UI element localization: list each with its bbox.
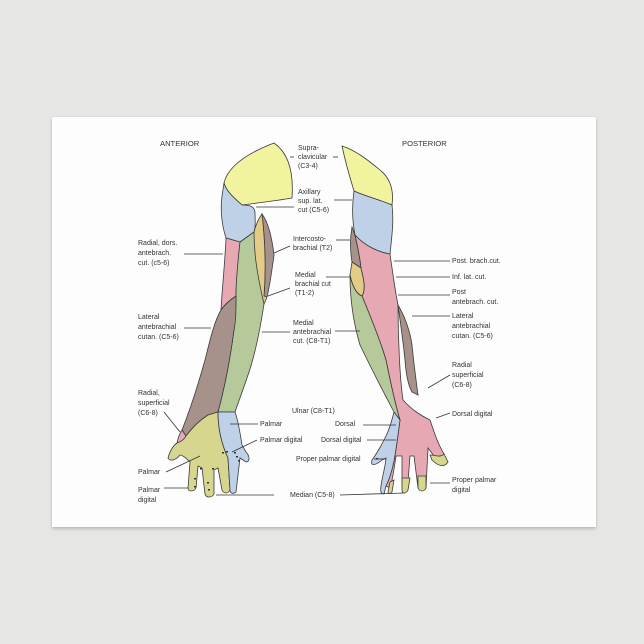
anterior-arm: [167, 142, 293, 498]
label-dorsal-digital: Dorsal digital: [321, 437, 362, 444]
left-labels: Radial, dors. antebrach. cut. (c5-6) Lat…: [138, 240, 179, 504]
label-post-antebrach-2: antebrach. cut.: [452, 299, 498, 306]
label-medial-antebrachial-3: cut. (C8-T1): [293, 338, 330, 345]
leader-lines: [163, 156, 451, 496]
label-right-proper-palmar-2: digital: [452, 487, 471, 494]
posterior-arm: [341, 145, 449, 495]
anterior-median-region: [167, 411, 231, 498]
label-lateral-antebrachial-post-3: cutan. (C5-6): [452, 333, 493, 340]
label-lateral-antebrachial-ant-3: cutan. (C5-6): [138, 334, 179, 341]
label-lateral-antebrachial-post-1: Lateral: [452, 313, 474, 320]
label-left-palmar-digital-1: Palmar: [138, 487, 161, 494]
anterior-finger-dots: [194, 451, 240, 491]
diagram-card: [52, 117, 596, 527]
label-medial-brachial-3: (T1-2): [295, 290, 314, 297]
label-right-dorsal-digital: Dorsal digital: [452, 411, 493, 418]
label-anterior-palmar-digital: Palmar digital: [260, 437, 303, 444]
posterior-medial-antebrachial-region: [349, 274, 401, 421]
label-axillary-1: Axillary: [298, 189, 321, 196]
label-supraclavicular-3: (C3-4): [298, 163, 318, 170]
label-ulnar: Ulnar (C8-T1): [292, 408, 335, 415]
label-radial-superficial-ant-3: (C6-8): [138, 410, 158, 417]
label-medial-brachial-1: Medial: [295, 272, 316, 279]
anterior-supraclavicular-region: [223, 142, 293, 206]
label-right-proper-palmar-1: Proper palmar: [452, 477, 497, 484]
label-lateral-antebrachial-ant-1: Lateral: [138, 314, 160, 321]
label-left-palmar-digital-2: digital: [138, 497, 157, 504]
label-post-brach-cut: Post. brach.cut.: [452, 258, 501, 265]
label-radial-superficial-post-1: Radial: [452, 362, 472, 369]
label-medial-antebrachial-2: antebrachial: [293, 329, 332, 336]
label-intercostobrachial-2: brachial (T2): [293, 245, 332, 252]
label-lateral-antebrachial-post-2: antebrachial: [452, 323, 491, 330]
label-medial-antebrachial-1: Medial: [293, 320, 314, 327]
label-radial-dors-2: antebrach.: [138, 250, 171, 257]
label-median: Median (C5-8): [290, 492, 335, 499]
label-supraclavicular-2: clavicular: [298, 154, 328, 161]
label-anterior-palmar: Palmar: [260, 421, 283, 428]
label-radial-superficial-post-3: (C6-8): [452, 382, 472, 389]
label-dorsal: Dorsal: [335, 421, 356, 428]
anterior-heading: ANTERIOR: [160, 139, 200, 148]
posterior-fingertips: [387, 453, 449, 494]
label-radial-dors-1: Radial, dors.: [138, 240, 177, 247]
label-post-antebrach-1: Post: [452, 289, 466, 296]
label-intercostobrachial-1: Intercosto-: [293, 236, 327, 243]
label-radial-superficial-post-2: superficial: [452, 372, 484, 379]
label-radial-superficial-ant-1: Radial,: [138, 390, 160, 397]
label-medial-brachial-2: brachial cut: [295, 281, 331, 288]
label-proper-palmar-digital: Proper palmar digital: [296, 456, 361, 463]
label-lateral-antebrachial-ant-2: antebrachial: [138, 324, 177, 331]
anterior-axillary-region: [220, 182, 256, 243]
right-labels: Post. brach.cut. Inf. lat. cut. Post ant…: [452, 258, 501, 494]
posterior-lateral-antebrachial-region: [397, 304, 419, 396]
label-left-palmar: Palmar: [138, 469, 161, 476]
label-supraclavicular-1: Supra-: [298, 145, 320, 152]
label-inf-lat-cut: Inf. lat. cut.: [452, 274, 486, 281]
label-radial-superficial-ant-2: superficial: [138, 400, 170, 407]
anterior-ulnar-region: [217, 411, 250, 494]
center-labels: Supra- clavicular (C3-4) Axillary sup. l…: [260, 145, 362, 499]
label-axillary-2: sup. lat.: [298, 198, 323, 205]
posterior-ulnar-region: [371, 411, 401, 495]
label-axillary-3: cut (C5-6): [298, 207, 329, 214]
label-radial-dors-3: cut. (c5-6): [138, 260, 170, 267]
posterior-heading: POSTERIOR: [402, 139, 447, 148]
